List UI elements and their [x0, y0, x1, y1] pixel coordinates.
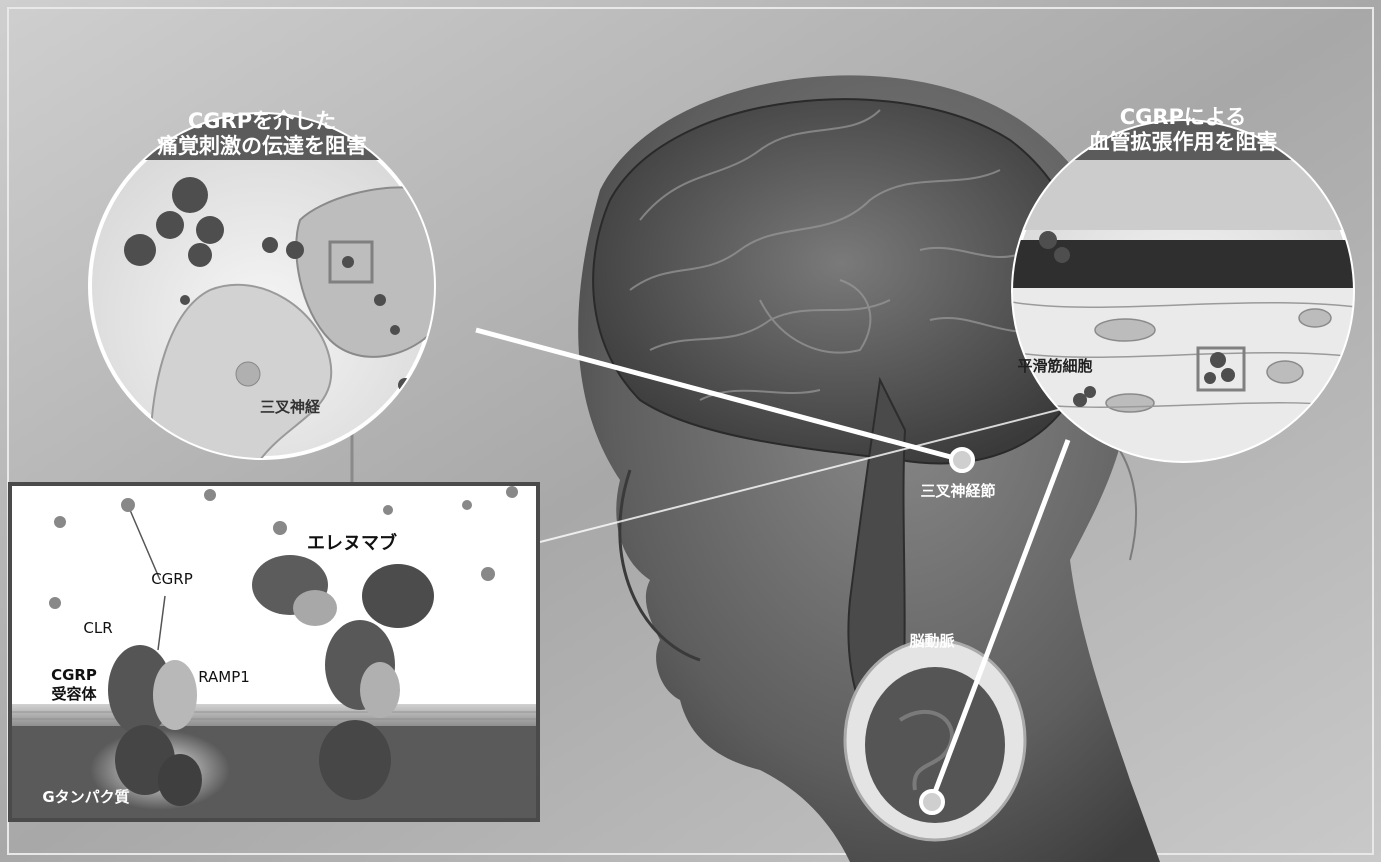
right-header-line2: 血管拡張作用を阻害	[1089, 130, 1278, 154]
right-header-line1: CGRPによる	[1120, 105, 1247, 129]
smooth-muscle-label: 平滑筋細胞	[1017, 357, 1092, 375]
cgrp-label: CGRP	[151, 570, 193, 588]
cell-membrane	[12, 704, 536, 726]
left-header-line1: CGRPを介した	[188, 109, 336, 133]
ganglion-marker	[951, 449, 973, 471]
left-header-line2: 痛覚刺激の伝達を阻害	[157, 134, 367, 158]
receptor-inset: CGRP CLR CGRP 受容体 RAMP1 Gタンパク質 エレヌマブ	[10, 484, 538, 820]
receptor-label-line2: 受容体	[51, 685, 97, 703]
g-protein-label: Gタンパク質	[42, 788, 129, 806]
trigeminal-ganglion-label: 三叉神経節	[920, 482, 995, 500]
receptor-label-line1: CGRP	[51, 666, 97, 684]
artery-marker	[921, 791, 943, 813]
cerebral-artery-label: 脳動脈	[909, 632, 954, 650]
trigeminal-nerve-label: 三叉神経	[260, 398, 321, 416]
erenumab-label: エレヌマブ	[307, 532, 397, 554]
clr-label: CLR	[83, 619, 112, 637]
vessel-lumen	[1000, 240, 1380, 288]
ramp1-label: RAMP1	[198, 668, 250, 686]
